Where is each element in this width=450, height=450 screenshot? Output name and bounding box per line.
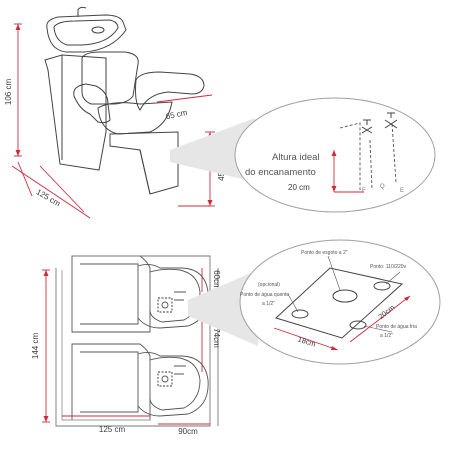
optional-label: (opcional): [258, 282, 280, 288]
hot-water-point: [291, 309, 309, 319]
callout-height-value: 20 cm: [288, 183, 310, 192]
valve-icon-right: [384, 119, 398, 129]
floor-plan: [55, 255, 211, 427]
length-label: 144 cm: [31, 333, 40, 360]
callout-title-line2: do encanamento: [245, 167, 316, 178]
backrest: [81, 51, 139, 105]
drain-marker-2: [157, 371, 173, 387]
seat: [97, 101, 173, 135]
hot-water-label-2: a 1/2": [262, 301, 275, 307]
plumbing-callout: Altura ideal do encanamento 20 cm F Q E: [234, 97, 436, 213]
chair-perspective: [44, 6, 205, 195]
cold-water-label-2: a 1/2": [380, 333, 393, 339]
bottom-depth-label: 90cm: [178, 427, 198, 436]
valve-icon-left: [361, 126, 373, 134]
callout-title-line1: Altura ideal: [272, 152, 320, 163]
power-point-label: Ponto: 110/220v: [370, 264, 407, 270]
cold-water-point: [349, 320, 367, 330]
bottom-width-label: 125 cm: [99, 425, 126, 434]
basin-label: 60cm: [212, 270, 221, 290]
drain-point: [332, 289, 358, 303]
right-armrest: [135, 71, 205, 111]
cabinet: [44, 54, 107, 171]
pipe-letter-e: E: [400, 188, 404, 194]
base: [109, 131, 179, 195]
floor-callout: Ponto de esgoto a 2" Ponto: 110/220v (op…: [239, 239, 441, 365]
cold-water-label-1: Ponto de água fria: [376, 324, 417, 330]
top-callout-connector: [170, 118, 255, 182]
power-point: [373, 281, 391, 291]
hot-water-label-1: Ponto de água quente: [240, 292, 289, 298]
left-armrest: [73, 83, 111, 124]
pipe-letter-f: F: [362, 188, 366, 194]
drain-marker-1: [157, 297, 173, 313]
basin: [46, 14, 127, 53]
floor-plate: [275, 267, 404, 339]
pipe-letter-q: Q: [380, 184, 385, 190]
bottom-callout-connector: [188, 270, 258, 346]
drain-point-label: Ponto de esgoto a 2": [301, 250, 348, 256]
bottom-dimension-arrows: [43, 270, 49, 422]
depth-label: 65 cm: [165, 108, 189, 121]
spacing-label: 74cm: [212, 328, 221, 348]
height-label: 106 cm: [4, 79, 13, 106]
